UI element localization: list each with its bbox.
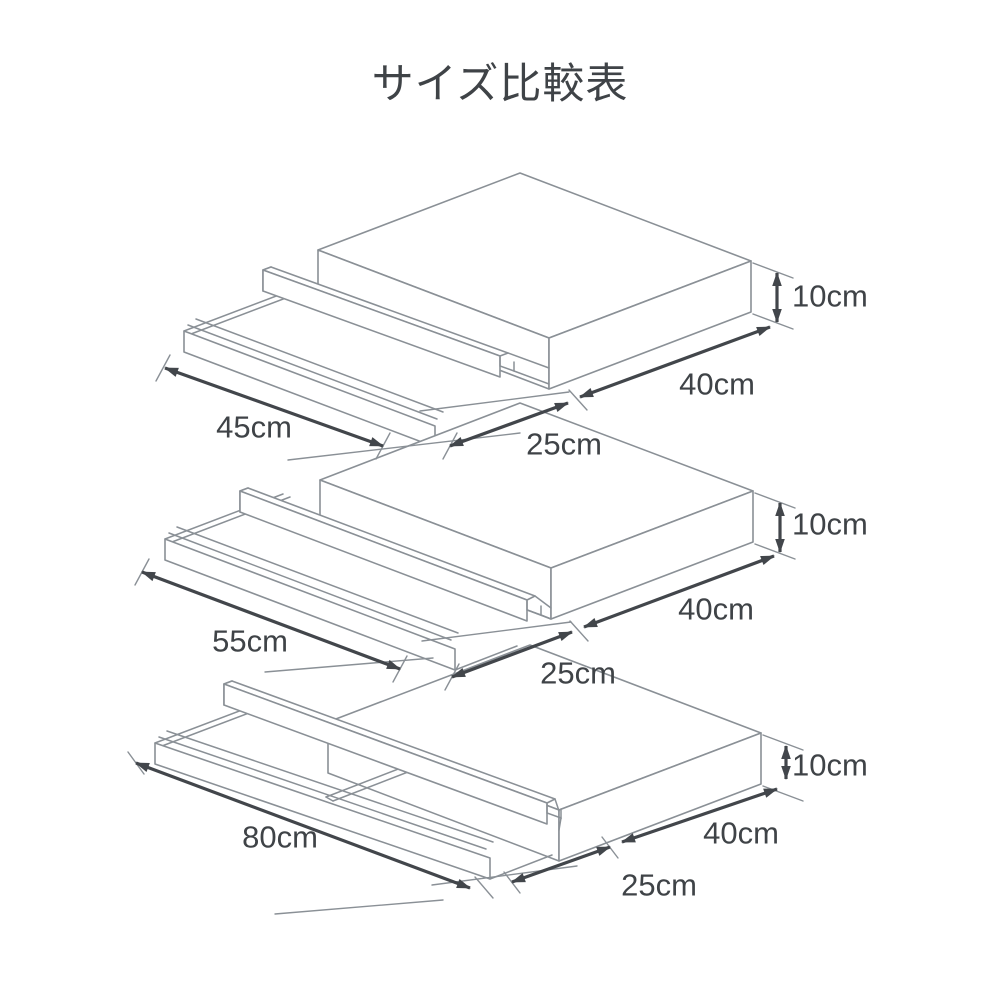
rail-front-face bbox=[262, 269, 501, 378]
height-dimension-label: 10cm bbox=[792, 507, 868, 542]
rail-notch bbox=[499, 356, 515, 373]
depth-dimension-label: 40cm bbox=[679, 367, 755, 402]
pullout-dimension-arrow bbox=[511, 845, 611, 884]
width-dimension-label: 80cm bbox=[242, 820, 318, 855]
height-dimension-label: 10cm bbox=[792, 748, 868, 783]
pullout-dimension-label: 25cm bbox=[621, 868, 697, 903]
rail-front-face bbox=[239, 490, 528, 622]
pullout-dimension-label: 25cm bbox=[526, 427, 602, 462]
width-dimension-arrow bbox=[164, 366, 384, 448]
depth-dimension-label: 40cm bbox=[678, 592, 754, 627]
depth-dimension-arrow bbox=[621, 787, 778, 844]
page-title: サイズ比較表 bbox=[371, 60, 629, 107]
pullout-dimension-label: 25cm bbox=[540, 656, 616, 691]
pullout-dimension-arrow bbox=[451, 630, 573, 679]
dimensions-unit-45: 45cm 25cm 40cm 10cm bbox=[155, 262, 868, 462]
depth-dimension-arrow bbox=[579, 325, 771, 399]
depth-dimension-label: 40cm bbox=[703, 816, 779, 851]
rail-drawing bbox=[239, 487, 552, 622]
width-dimension-label: 55cm bbox=[212, 624, 288, 659]
width-dimension-arrow bbox=[135, 761, 471, 890]
pullout-dimension-arrow bbox=[449, 401, 569, 448]
dimensions-unit-55: 55cm 25cm 40cm 10cm bbox=[134, 492, 868, 691]
depth-dimension-arrow bbox=[583, 554, 775, 629]
height-dimension-label: 10cm bbox=[792, 279, 868, 314]
rail-drawing bbox=[262, 266, 550, 385]
rail-notch bbox=[546, 803, 562, 820]
width-dimension-arrow bbox=[141, 570, 401, 671]
dimensions-unit-80: 80cm 25cm 40cm 10cm bbox=[127, 734, 868, 903]
rail-notch bbox=[526, 600, 542, 617]
width-dimension-label: 45cm bbox=[216, 410, 292, 445]
